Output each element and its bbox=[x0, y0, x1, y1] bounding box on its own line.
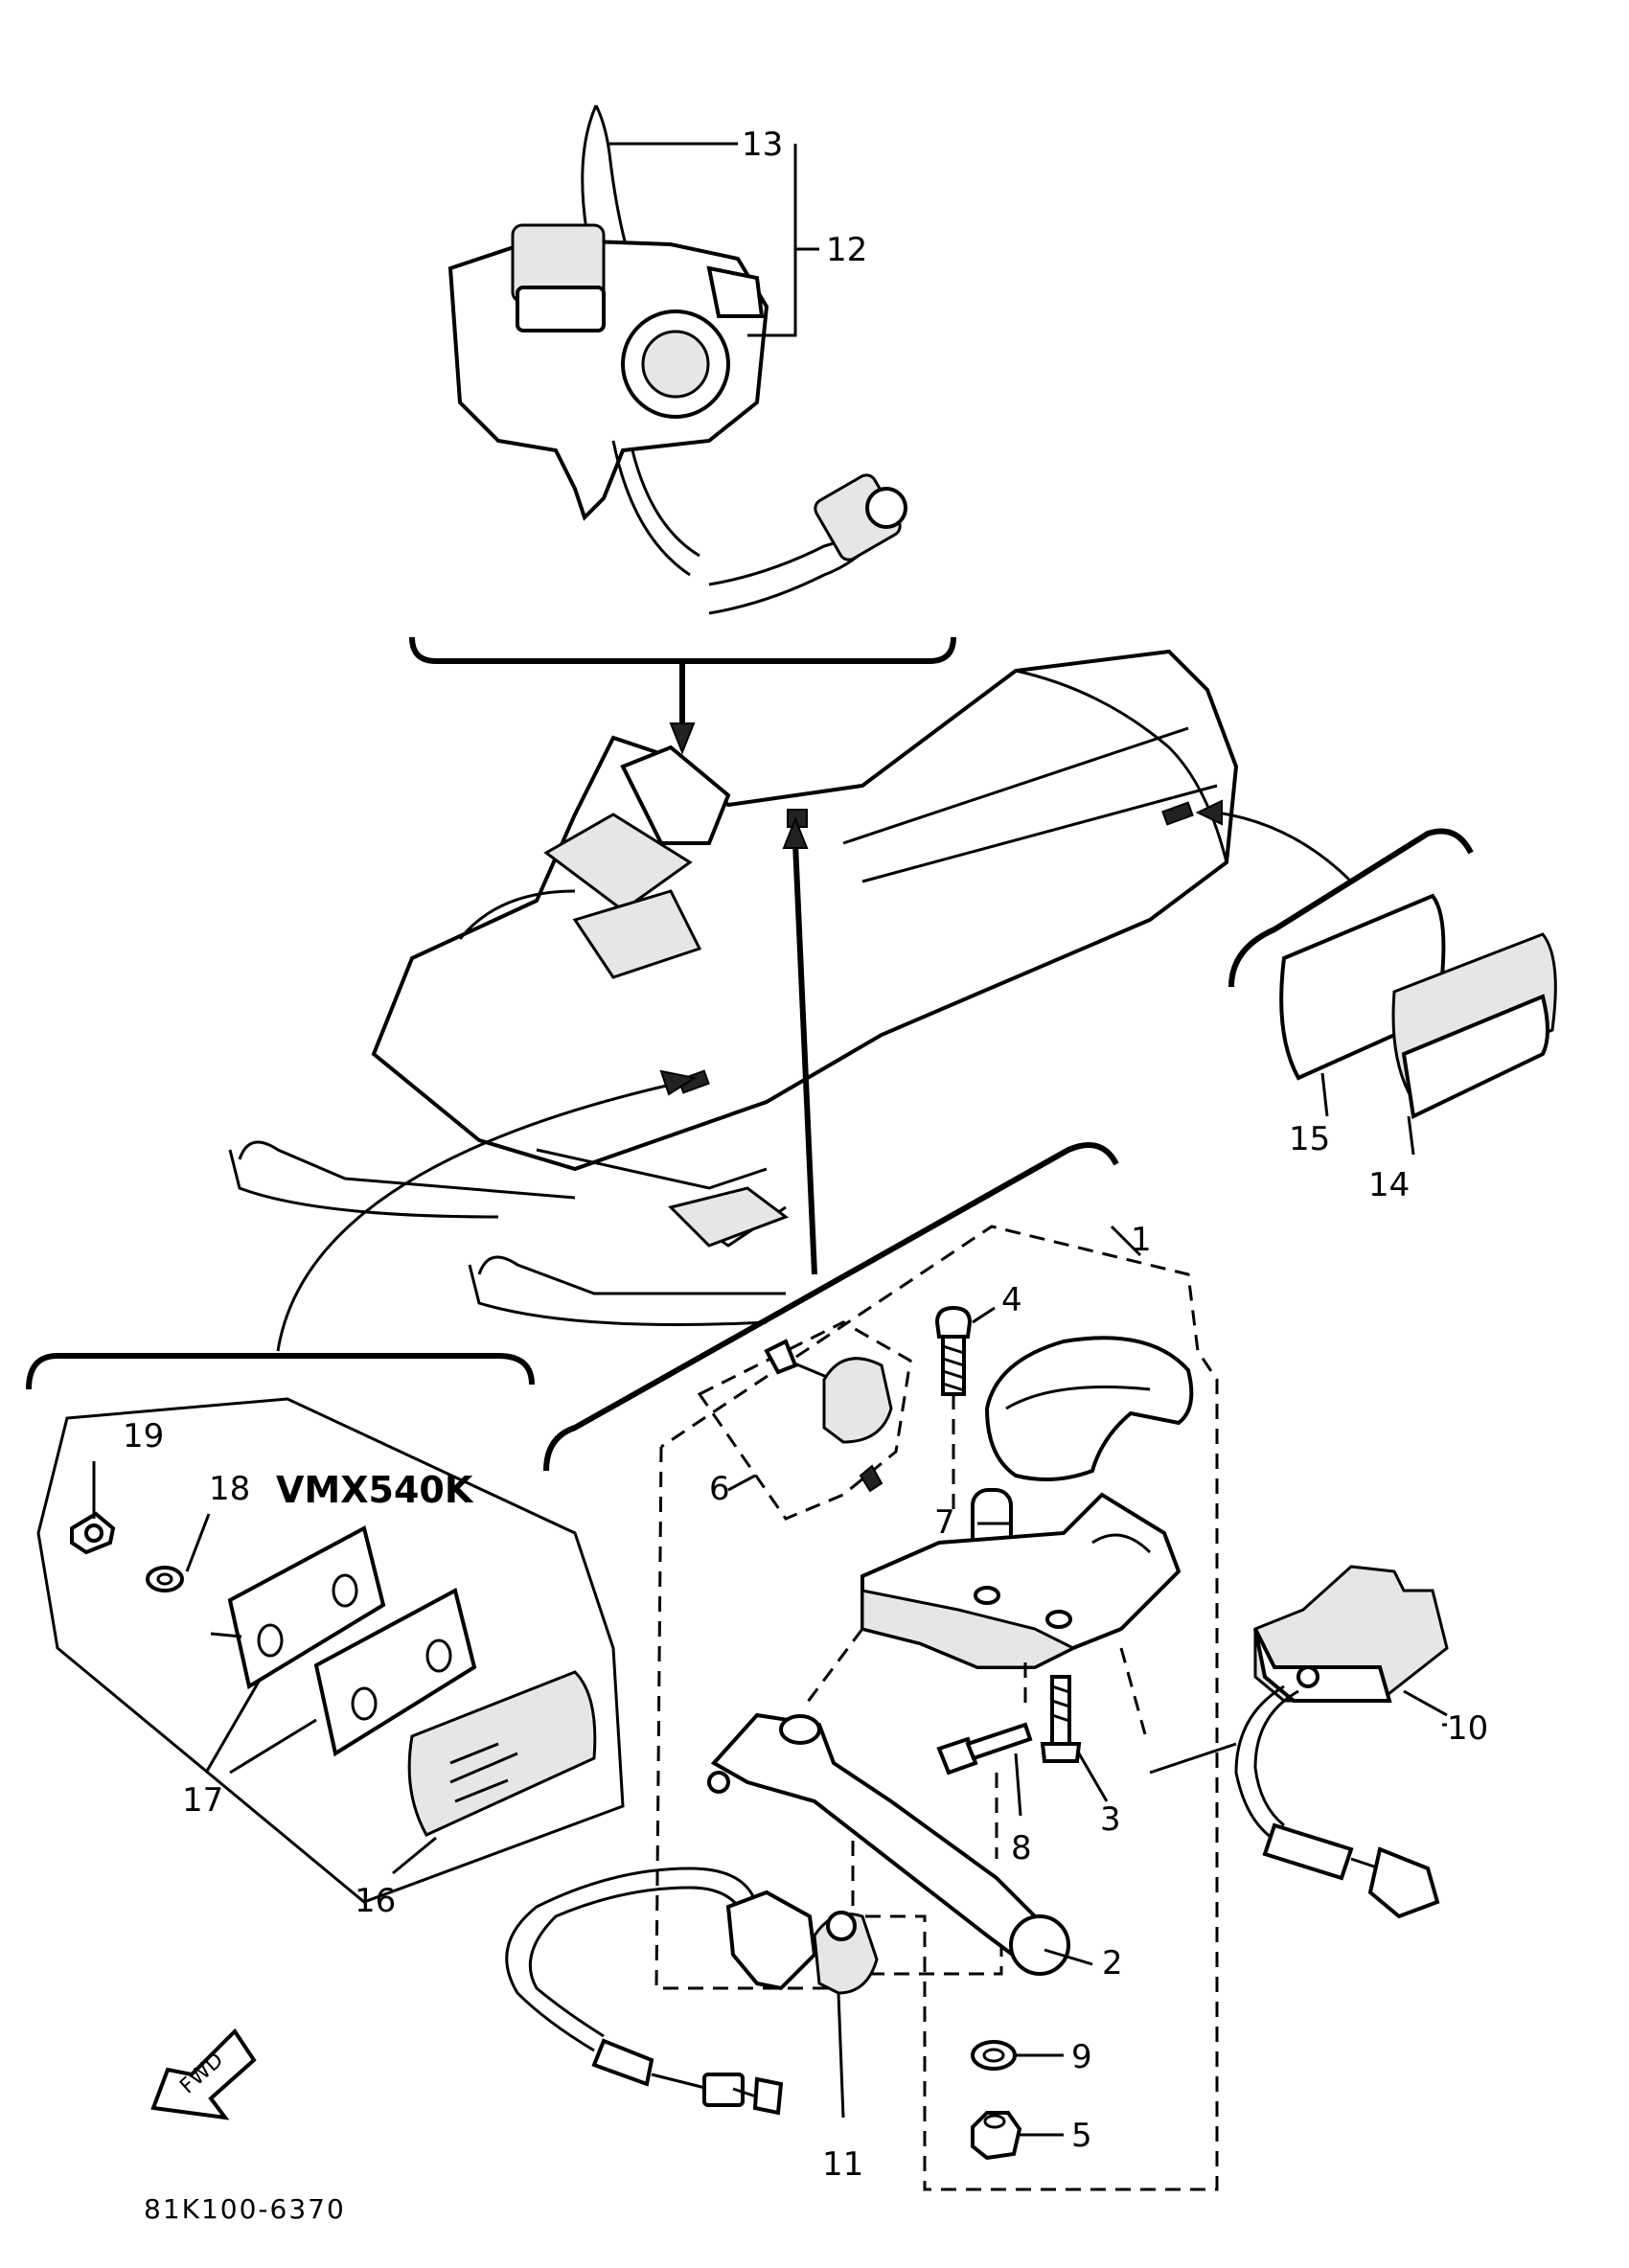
subassembly-boundary-6 bbox=[697, 1320, 912, 1521]
part-number-14: 14 bbox=[1368, 1166, 1410, 1204]
throttle-switch-cable bbox=[505, 1867, 879, 2119]
arrowhead-top bbox=[669, 722, 696, 755]
reflector-group-right bbox=[1228, 828, 1557, 1156]
forward-direction-arrow: FWD bbox=[150, 2027, 257, 2120]
arrow-to-sled-left bbox=[276, 1083, 672, 1352]
part-number-2: 2 bbox=[1102, 1944, 1123, 1982]
part-number-19: 19 bbox=[123, 1417, 164, 1455]
arrow-to-sled-center bbox=[792, 842, 817, 1275]
leader-lines-12-13 bbox=[609, 142, 819, 337]
part-number-10: 10 bbox=[1447, 1709, 1488, 1748]
arrowhead-center bbox=[782, 816, 809, 849]
part-number-18: 18 bbox=[209, 1470, 250, 1508]
snowmobile-body bbox=[228, 649, 1239, 1326]
arrow-to-sled-right bbox=[1216, 811, 1353, 883]
part-number-7: 7 bbox=[934, 1503, 955, 1542]
part-number-17: 17 bbox=[182, 1781, 223, 1820]
adjuster-screw bbox=[936, 1722, 1033, 1859]
arrowhead-right bbox=[1195, 799, 1223, 826]
part-number-11: 11 bbox=[822, 2145, 863, 2184]
washer-and-nut bbox=[971, 2040, 1022, 2161]
brake-lever bbox=[707, 1712, 1070, 1976]
group-bracket-top bbox=[409, 636, 956, 664]
group-bracket-bottom bbox=[543, 1142, 1119, 1472]
part-number-13: 13 bbox=[742, 126, 783, 164]
pivot-bolt bbox=[1040, 1675, 1082, 1763]
lever-cover bbox=[984, 1336, 1194, 1481]
part-number-6: 6 bbox=[709, 1470, 730, 1508]
leader-lines-lower bbox=[727, 1225, 1447, 2137]
arrowhead-left bbox=[659, 1069, 698, 1096]
part-number-15: 15 bbox=[1289, 1120, 1330, 1158]
subassembly-boundary-11 bbox=[851, 1816, 1003, 1976]
part-number-3: 3 bbox=[1100, 1800, 1121, 1839]
part-number-8: 8 bbox=[1011, 1829, 1032, 1867]
part-number-9: 9 bbox=[1071, 2038, 1092, 2076]
catalog-code: 81K100-6370 bbox=[144, 2193, 346, 2225]
part-number-1: 1 bbox=[1131, 1221, 1152, 1259]
throttle-housing-assembly bbox=[447, 104, 907, 615]
part-number-12: 12 bbox=[826, 231, 867, 269]
reflector-group-left bbox=[26, 1353, 625, 1904]
brake-switch bbox=[764, 1339, 893, 1493]
assembly-boundary-1 bbox=[654, 1225, 1219, 2191]
model-label: VMX540K bbox=[276, 1469, 474, 1511]
part-number-16: 16 bbox=[355, 1882, 396, 1920]
lever-holder bbox=[803, 1492, 1182, 1735]
part-number-5: 5 bbox=[1071, 2117, 1092, 2155]
part-number-4: 4 bbox=[1001, 1281, 1022, 1319]
electrical-connector bbox=[1149, 1565, 1449, 1919]
